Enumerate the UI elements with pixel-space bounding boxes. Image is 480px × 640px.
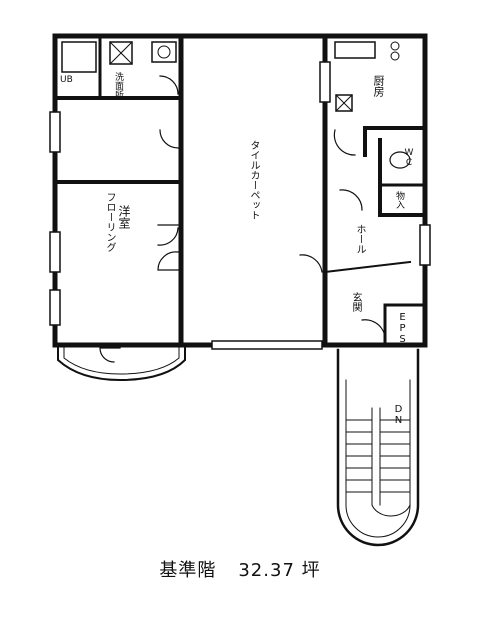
floor-area: 32.37 坪 xyxy=(238,560,321,581)
balcony-inner xyxy=(63,347,180,375)
stove xyxy=(334,41,376,59)
room-label-hall: ホール xyxy=(354,224,365,254)
outer-wall xyxy=(52,33,428,348)
room-label-storage: 物入 xyxy=(394,191,404,209)
stair-treads xyxy=(345,407,411,517)
window xyxy=(319,61,331,103)
door-swing xyxy=(339,189,363,211)
door-swing xyxy=(99,347,121,363)
sink xyxy=(151,41,177,63)
stairs-direction-label: DN xyxy=(393,404,404,426)
window xyxy=(49,289,61,326)
window xyxy=(49,231,61,273)
room-label-unit-bath: UB xyxy=(60,75,73,85)
stair-tower-inner xyxy=(345,379,411,538)
door-swing xyxy=(333,129,356,156)
stair-tower xyxy=(336,348,420,547)
room-label-eps: EPS xyxy=(397,312,408,345)
partition-wall xyxy=(378,138,427,217)
washer xyxy=(109,41,133,65)
outer-wall-left xyxy=(52,33,428,348)
window xyxy=(419,224,431,266)
door-swing xyxy=(159,75,179,95)
room-label-western-room: 洋室 xyxy=(117,205,131,229)
balcony xyxy=(57,347,186,382)
bathtub xyxy=(61,41,97,73)
floor-name: 基準階 xyxy=(159,560,217,581)
door-swing xyxy=(159,129,179,149)
vent xyxy=(335,94,353,112)
window xyxy=(211,340,323,350)
room-label-kitchen: 厨房 xyxy=(372,75,385,97)
window xyxy=(49,111,61,153)
partition-wall xyxy=(323,260,412,274)
door-swing xyxy=(157,224,179,246)
floor-caption: 基準階 32.37 坪 xyxy=(0,556,480,582)
room-label-tile-carpet: タイルカーペット xyxy=(248,140,259,220)
room-label-flooring: フローリング xyxy=(104,192,115,252)
room-label-entrance: 玄関 xyxy=(350,292,361,312)
room-label-wc: WC xyxy=(404,148,414,168)
door-swing xyxy=(157,251,179,271)
door-swing xyxy=(299,254,323,273)
toilet xyxy=(389,151,411,169)
room-label-washroom: 洗面所 xyxy=(113,72,123,99)
door-swing xyxy=(361,319,386,343)
